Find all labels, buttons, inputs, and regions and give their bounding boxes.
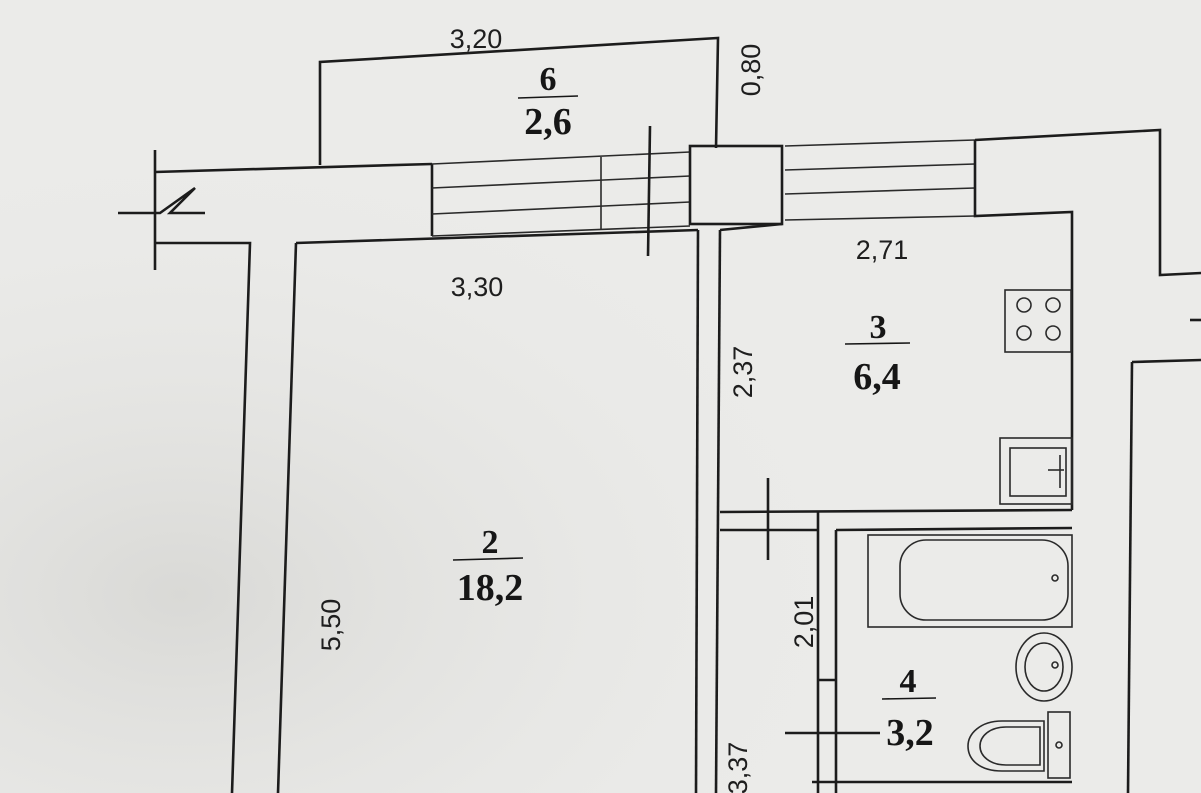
room-number: 6 bbox=[540, 61, 557, 98]
dim-room-2-width: 3,30 bbox=[451, 272, 504, 302]
room-area: 6,4 bbox=[853, 356, 901, 398]
stove-icon bbox=[1004, 289, 1072, 353]
window-room-2 bbox=[431, 125, 691, 257]
dim-balcony-depth: 0,80 bbox=[736, 44, 766, 97]
room-area: 3,2 bbox=[886, 712, 934, 754]
exterior-wall-right bbox=[973, 128, 1201, 793]
room-label-kitchen: 3 6,4 bbox=[844, 309, 911, 398]
balcony bbox=[318, 36, 720, 165]
room-area: 2,6 bbox=[524, 101, 572, 143]
wall-pier bbox=[688, 144, 784, 226]
exterior-wall bbox=[118, 150, 699, 793]
room-number: 4 bbox=[900, 663, 917, 700]
dim-balcony-width: 3,20 bbox=[450, 24, 503, 54]
toilet-icon bbox=[967, 711, 1071, 779]
kitchen-walls bbox=[719, 478, 1073, 793]
dim-kitchen-length: 2,37 bbox=[728, 346, 758, 399]
dim-kitchen-width: 2,71 bbox=[856, 235, 909, 265]
room-number: 2 bbox=[482, 524, 499, 561]
room-number: 3 bbox=[870, 309, 887, 346]
room-label-bathroom: 4 3,2 bbox=[881, 663, 937, 754]
dim-hall-length: 3,37 bbox=[723, 742, 753, 793]
partition-wall bbox=[694, 222, 783, 793]
kitchen-sink-icon bbox=[999, 437, 1073, 505]
dim-bathroom-length: 2,01 bbox=[789, 596, 819, 649]
room-label-balcony: 6 2,6 bbox=[517, 61, 579, 143]
room-area: 18,2 bbox=[457, 567, 524, 609]
bathtub-icon bbox=[867, 534, 1073, 628]
washbasin-icon bbox=[1015, 632, 1073, 702]
room-label-living-room: 2 18,2 bbox=[452, 524, 524, 609]
window-kitchen bbox=[784, 139, 976, 221]
dim-room-2-length: 5,50 bbox=[316, 599, 346, 652]
